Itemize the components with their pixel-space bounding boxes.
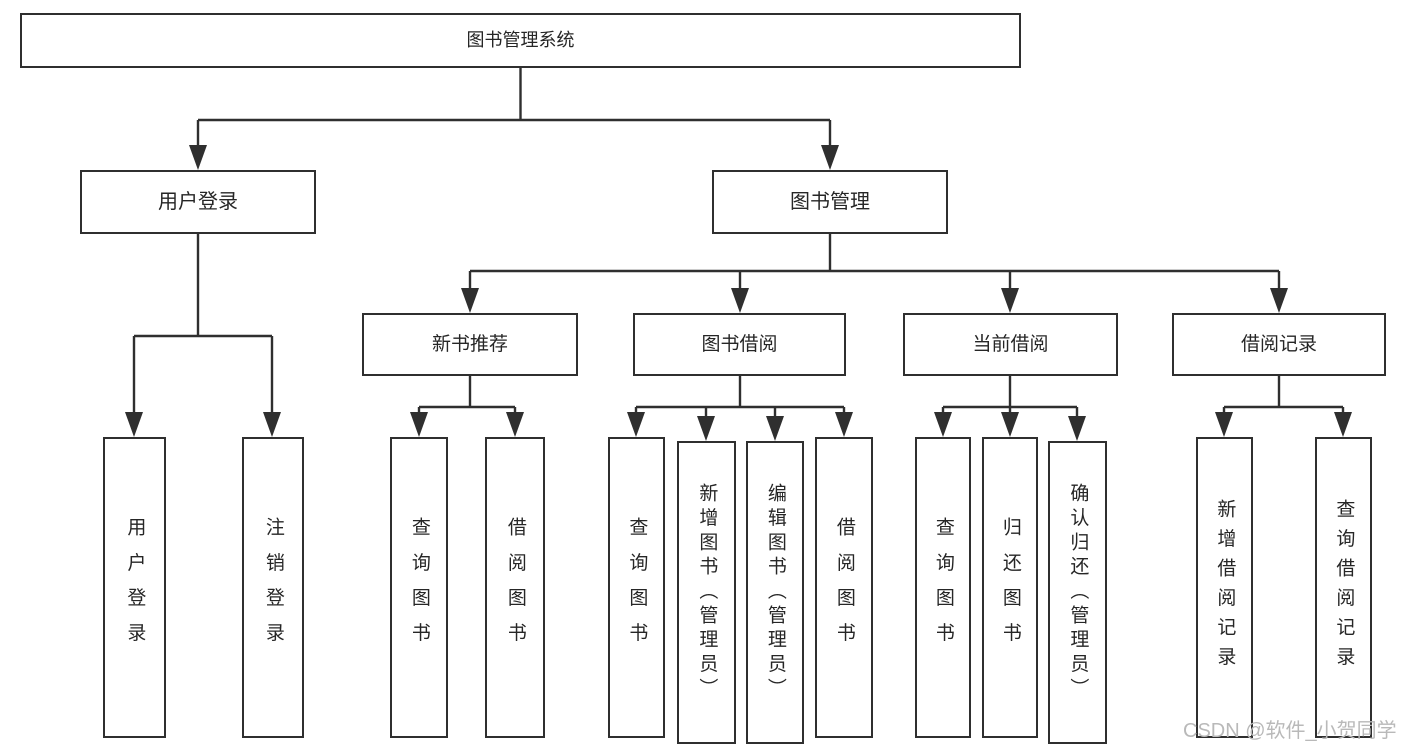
arrow-down-icon: [263, 412, 281, 437]
arrow-down-icon: [189, 145, 207, 170]
connector-user-login-group: [132, 234, 274, 420]
arrow-down-icon: [506, 412, 524, 437]
leaf-borrow-books-recommend: 借阅图书: [485, 437, 545, 738]
leaf-confirm-return-admin: 确认归还（管理员）: [1048, 441, 1107, 744]
node-new-book-recommend: 新书推荐: [362, 313, 578, 376]
arrow-down-icon: [627, 412, 645, 437]
arrow-down-icon: [125, 412, 143, 437]
leaf-edit-books-admin: 编辑图书（管理员）: [746, 441, 804, 744]
arrow-down-icon: [1001, 288, 1019, 313]
leaf-query-books-recommend: 查询图书: [390, 437, 448, 738]
arrowheads: [125, 145, 1352, 441]
leaf-query-books-current: 查询图书: [915, 437, 971, 738]
node-borrow-records: 借阅记录: [1172, 313, 1386, 376]
arrow-down-icon: [731, 288, 749, 313]
leaf-add-books-admin: 新增图书（管理员）: [677, 441, 736, 744]
connector-borrow-records-group: [1222, 376, 1345, 421]
node-user-login: 用户登录: [80, 170, 316, 234]
leaf-borrow-books: 借阅图书: [815, 437, 873, 738]
connector-new-book-group: [417, 376, 517, 421]
leaf-add-borrow-record: 新增借阅记录: [1196, 437, 1253, 738]
arrow-down-icon: [461, 288, 479, 313]
arrow-down-icon: [1215, 412, 1233, 437]
leaf-query-borrow-record: 查询借阅记录: [1315, 437, 1372, 738]
connector-book-management-group: [468, 234, 1281, 297]
arrow-down-icon: [766, 416, 784, 441]
node-book-borrow: 图书借阅: [633, 313, 846, 376]
watermark: CSDN @软件_小贺同学: [1183, 720, 1397, 742]
leaf-logout: 注销登录: [242, 437, 304, 738]
node-current-borrow: 当前借阅: [903, 313, 1118, 376]
leaf-return-books: 归还图书: [982, 437, 1038, 738]
node-library-management-system: 图书管理系统: [20, 13, 1021, 68]
connector-root-to-level2: [196, 68, 832, 152]
arrow-down-icon: [835, 412, 853, 437]
arrow-down-icon: [410, 412, 428, 437]
arrow-down-icon: [1001, 412, 1019, 437]
node-book-management: 图书管理: [712, 170, 948, 234]
arrow-down-icon: [1068, 416, 1086, 441]
arrow-down-icon: [1270, 288, 1288, 313]
connector-book-borrow-group: [634, 376, 846, 425]
arrow-down-icon: [1334, 412, 1352, 437]
leaf-user-login: 用户登录: [103, 437, 166, 738]
arrow-down-icon: [697, 416, 715, 441]
leaf-query-books-borrow: 查询图书: [608, 437, 665, 738]
arrow-down-icon: [934, 412, 952, 437]
arrow-down-icon: [821, 145, 839, 170]
